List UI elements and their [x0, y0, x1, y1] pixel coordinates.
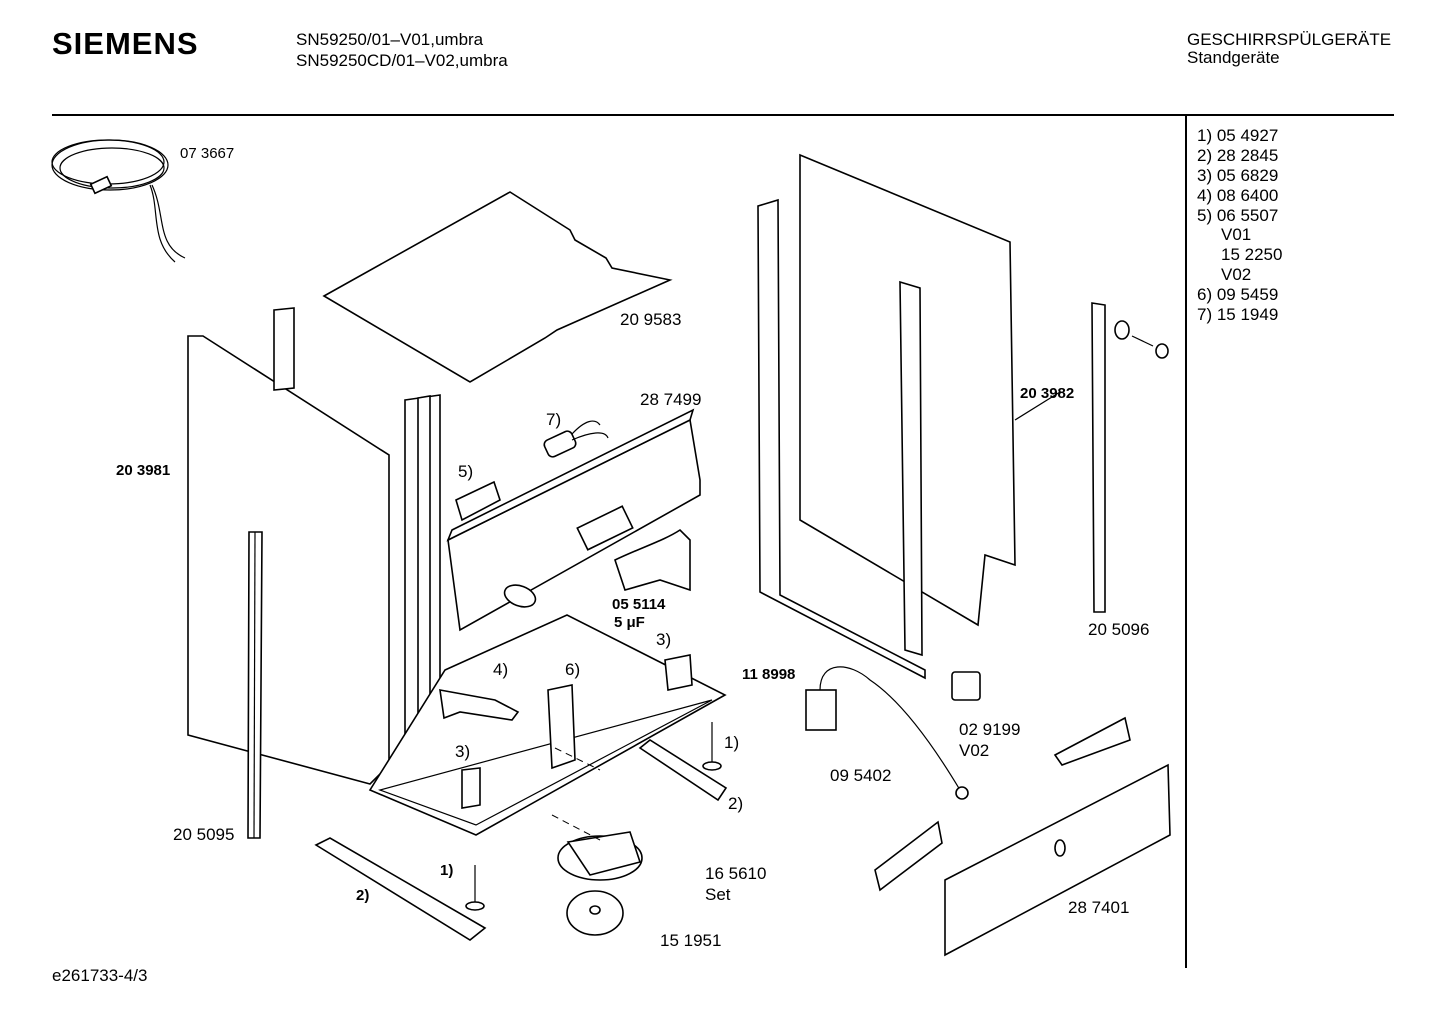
label-item-1-bottom: 1) — [440, 862, 454, 879]
legend-divider — [1185, 116, 1187, 968]
label-item-3-top: 3) — [656, 630, 672, 649]
label-disc: 15 1951 — [660, 931, 722, 950]
label-pump-set: Set — [705, 885, 731, 904]
label-relay-variant: V02 — [959, 741, 990, 760]
label-sensor: 09 5402 — [830, 766, 892, 785]
legend-row: 5) 06 5507 — [1197, 205, 1279, 225]
exploded-diagram — [51, 139, 1171, 957]
label-top-cover: 20 9583 — [620, 310, 682, 329]
model-line-2: SN59250CD/01–V02,umbra — [296, 51, 508, 70]
base-frame — [368, 614, 727, 836]
foot-rail — [314, 837, 487, 941]
label-side-panel-left: 20 3981 — [116, 462, 171, 479]
label-item-6: 6) — [565, 660, 581, 679]
label-relay-code: 02 9199 — [959, 720, 1021, 739]
document-id: e261733-4/3 — [52, 966, 148, 985]
label-cable: 07 3667 — [180, 145, 235, 162]
legend-row: V02 — [1221, 265, 1252, 285]
top-cover — [322, 191, 673, 383]
relay — [951, 671, 981, 701]
label-capacitor-value: 5 μF — [614, 614, 645, 631]
brand-logo: SIEMENS — [52, 26, 199, 61]
capacitor-5114 — [503, 584, 537, 608]
legend-row: 7) 15 1949 — [1197, 305, 1279, 325]
label-item-3-bottom: 3) — [455, 742, 471, 761]
legend-row: 2) 28 2845 — [1197, 145, 1279, 165]
label-strip-right: 20 5096 — [1088, 620, 1150, 639]
label-item-4: 4) — [493, 660, 509, 679]
header-divider — [52, 114, 1394, 116]
label-item-2-right: 2) — [728, 794, 744, 813]
label-strip-left: 20 5095 — [173, 825, 235, 844]
power-cable — [51, 139, 186, 263]
label-pump-code: 16 5610 — [705, 864, 767, 883]
legend-row: 4) 08 6400 — [1197, 185, 1279, 205]
label-side-panel-right: 20 3982 — [1020, 385, 1075, 402]
category-title: GESCHIRRSPÜLGERÄTE — [1187, 30, 1392, 49]
legend-row: 15 2250 — [1221, 245, 1283, 265]
label-item-2-bottom: 2) — [356, 887, 370, 904]
label-item-7: 7) — [546, 410, 562, 429]
plinth — [944, 763, 1171, 957]
label-item-5: 5) — [458, 462, 474, 481]
legend-row: V01 — [1221, 225, 1252, 245]
label-control-panel: 28 7499 — [640, 390, 702, 409]
legend-row: 6) 09 5459 — [1197, 285, 1279, 305]
label-plinth: 28 7401 — [1068, 898, 1130, 917]
right-strip — [1091, 302, 1106, 613]
model-line-1: SN59250/01–V01,umbra — [296, 30, 484, 49]
capacitor-7 — [543, 430, 577, 458]
label-capacitor-code: 05 5114 — [612, 596, 666, 613]
label-item-1-right: 1) — [724, 733, 740, 752]
parts-legend: 1) 05 4927 2) 28 2845 3) 05 6829 4) 08 6… — [1197, 126, 1282, 325]
sensor — [805, 689, 837, 731]
legend-row: 3) 05 6829 — [1197, 165, 1279, 185]
left-side-panel — [187, 335, 390, 785]
legend-row: 1) 05 4927 — [1197, 126, 1279, 145]
category-subtitle: Standgeräte — [1187, 48, 1280, 67]
label-base-frame: 11 8998 — [742, 666, 796, 683]
hose-connector — [614, 528, 691, 592]
